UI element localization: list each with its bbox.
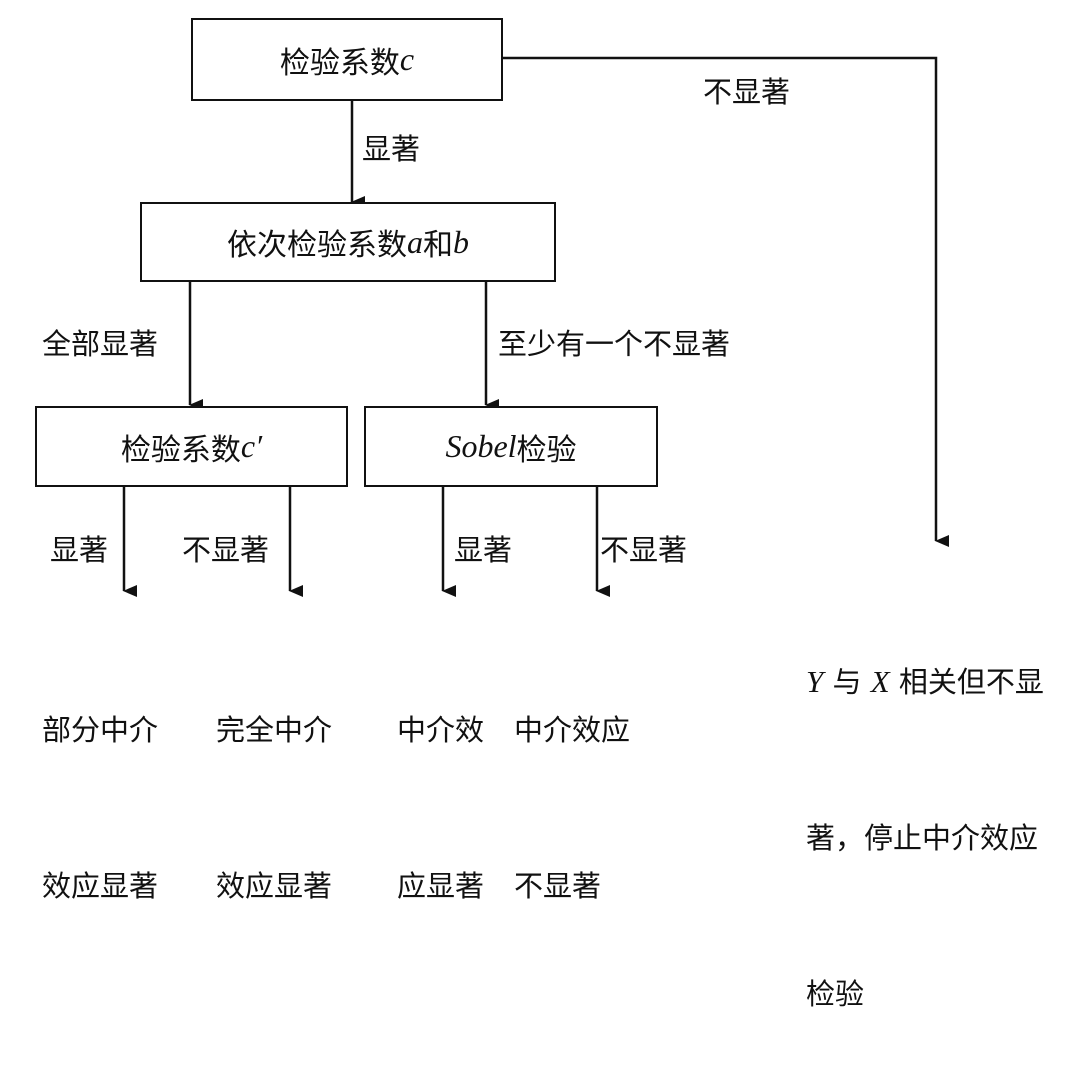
- label-ab-one-not-significant: 至少有一个不显著: [498, 327, 731, 361]
- node-text: 检验系数: [279, 45, 400, 81]
- node-test-ab: 依次检验系数 a 和 b: [140, 202, 556, 282]
- text-with: 与: [823, 665, 871, 699]
- node-test-c-prime: 检验系数 c′: [35, 406, 348, 487]
- result-sobel-not-significant: 中介效应 不显著: [514, 600, 630, 964]
- label-c2-significant: 显著: [50, 533, 109, 567]
- result-line: 不显著: [514, 869, 602, 903]
- result-line: 著，停止中介效应: [806, 821, 1039, 855]
- result-line: Y 与 X 相关但不显: [806, 656, 1044, 708]
- result-full-mediation: 完全中介 效应显著: [216, 600, 332, 964]
- var-x: X: [870, 664, 890, 699]
- result-line: 应显著: [397, 869, 485, 903]
- var-b: b: [453, 223, 469, 260]
- node-text-mid: 和: [423, 228, 453, 263]
- var-c: c: [399, 41, 415, 77]
- var-c-prime: c′: [240, 428, 263, 464]
- node-text: 检验: [516, 432, 577, 468]
- result-partial-mediation: 部分中介 效应显著: [42, 600, 158, 964]
- label-sobel-not-significant: 不显著: [600, 533, 688, 567]
- result-line: 中介效应: [514, 713, 631, 747]
- label-ab-all-significant: 全部显著: [42, 327, 159, 361]
- node-text: 检验系数: [120, 432, 241, 468]
- label-sobel-significant: 显著: [454, 533, 513, 567]
- node-test-c: 检验系数 c: [191, 18, 503, 101]
- text-rest: 相关但不显: [889, 665, 1044, 699]
- label-c-not-significant: 不显著: [703, 75, 791, 109]
- var-a: a: [407, 223, 423, 260]
- result-line: 部分中介: [42, 713, 159, 747]
- var-y: Y: [806, 664, 824, 699]
- result-sobel-significant: 中介效 应显著: [397, 600, 484, 964]
- var-sobel: Sobel: [445, 428, 517, 464]
- node-text: 依次检验系数: [227, 228, 407, 263]
- node-sobel-test: Sobel 检验: [364, 406, 658, 487]
- label-c2-not-significant: 不显著: [182, 533, 270, 567]
- label-c-significant: 显著: [362, 132, 421, 166]
- result-stop-test: Y 与 X 相关但不显 著，停止中介效应 检验: [806, 552, 1044, 1072]
- result-line: 效应显著: [42, 869, 159, 903]
- edge-c-to-stop: [502, 56, 949, 547]
- result-line: 效应显著: [216, 869, 333, 903]
- result-line: 检验: [806, 977, 865, 1011]
- result-line: 完全中介: [216, 713, 333, 747]
- result-line: 中介效: [397, 713, 485, 747]
- connector-lines: [122, 56, 949, 597]
